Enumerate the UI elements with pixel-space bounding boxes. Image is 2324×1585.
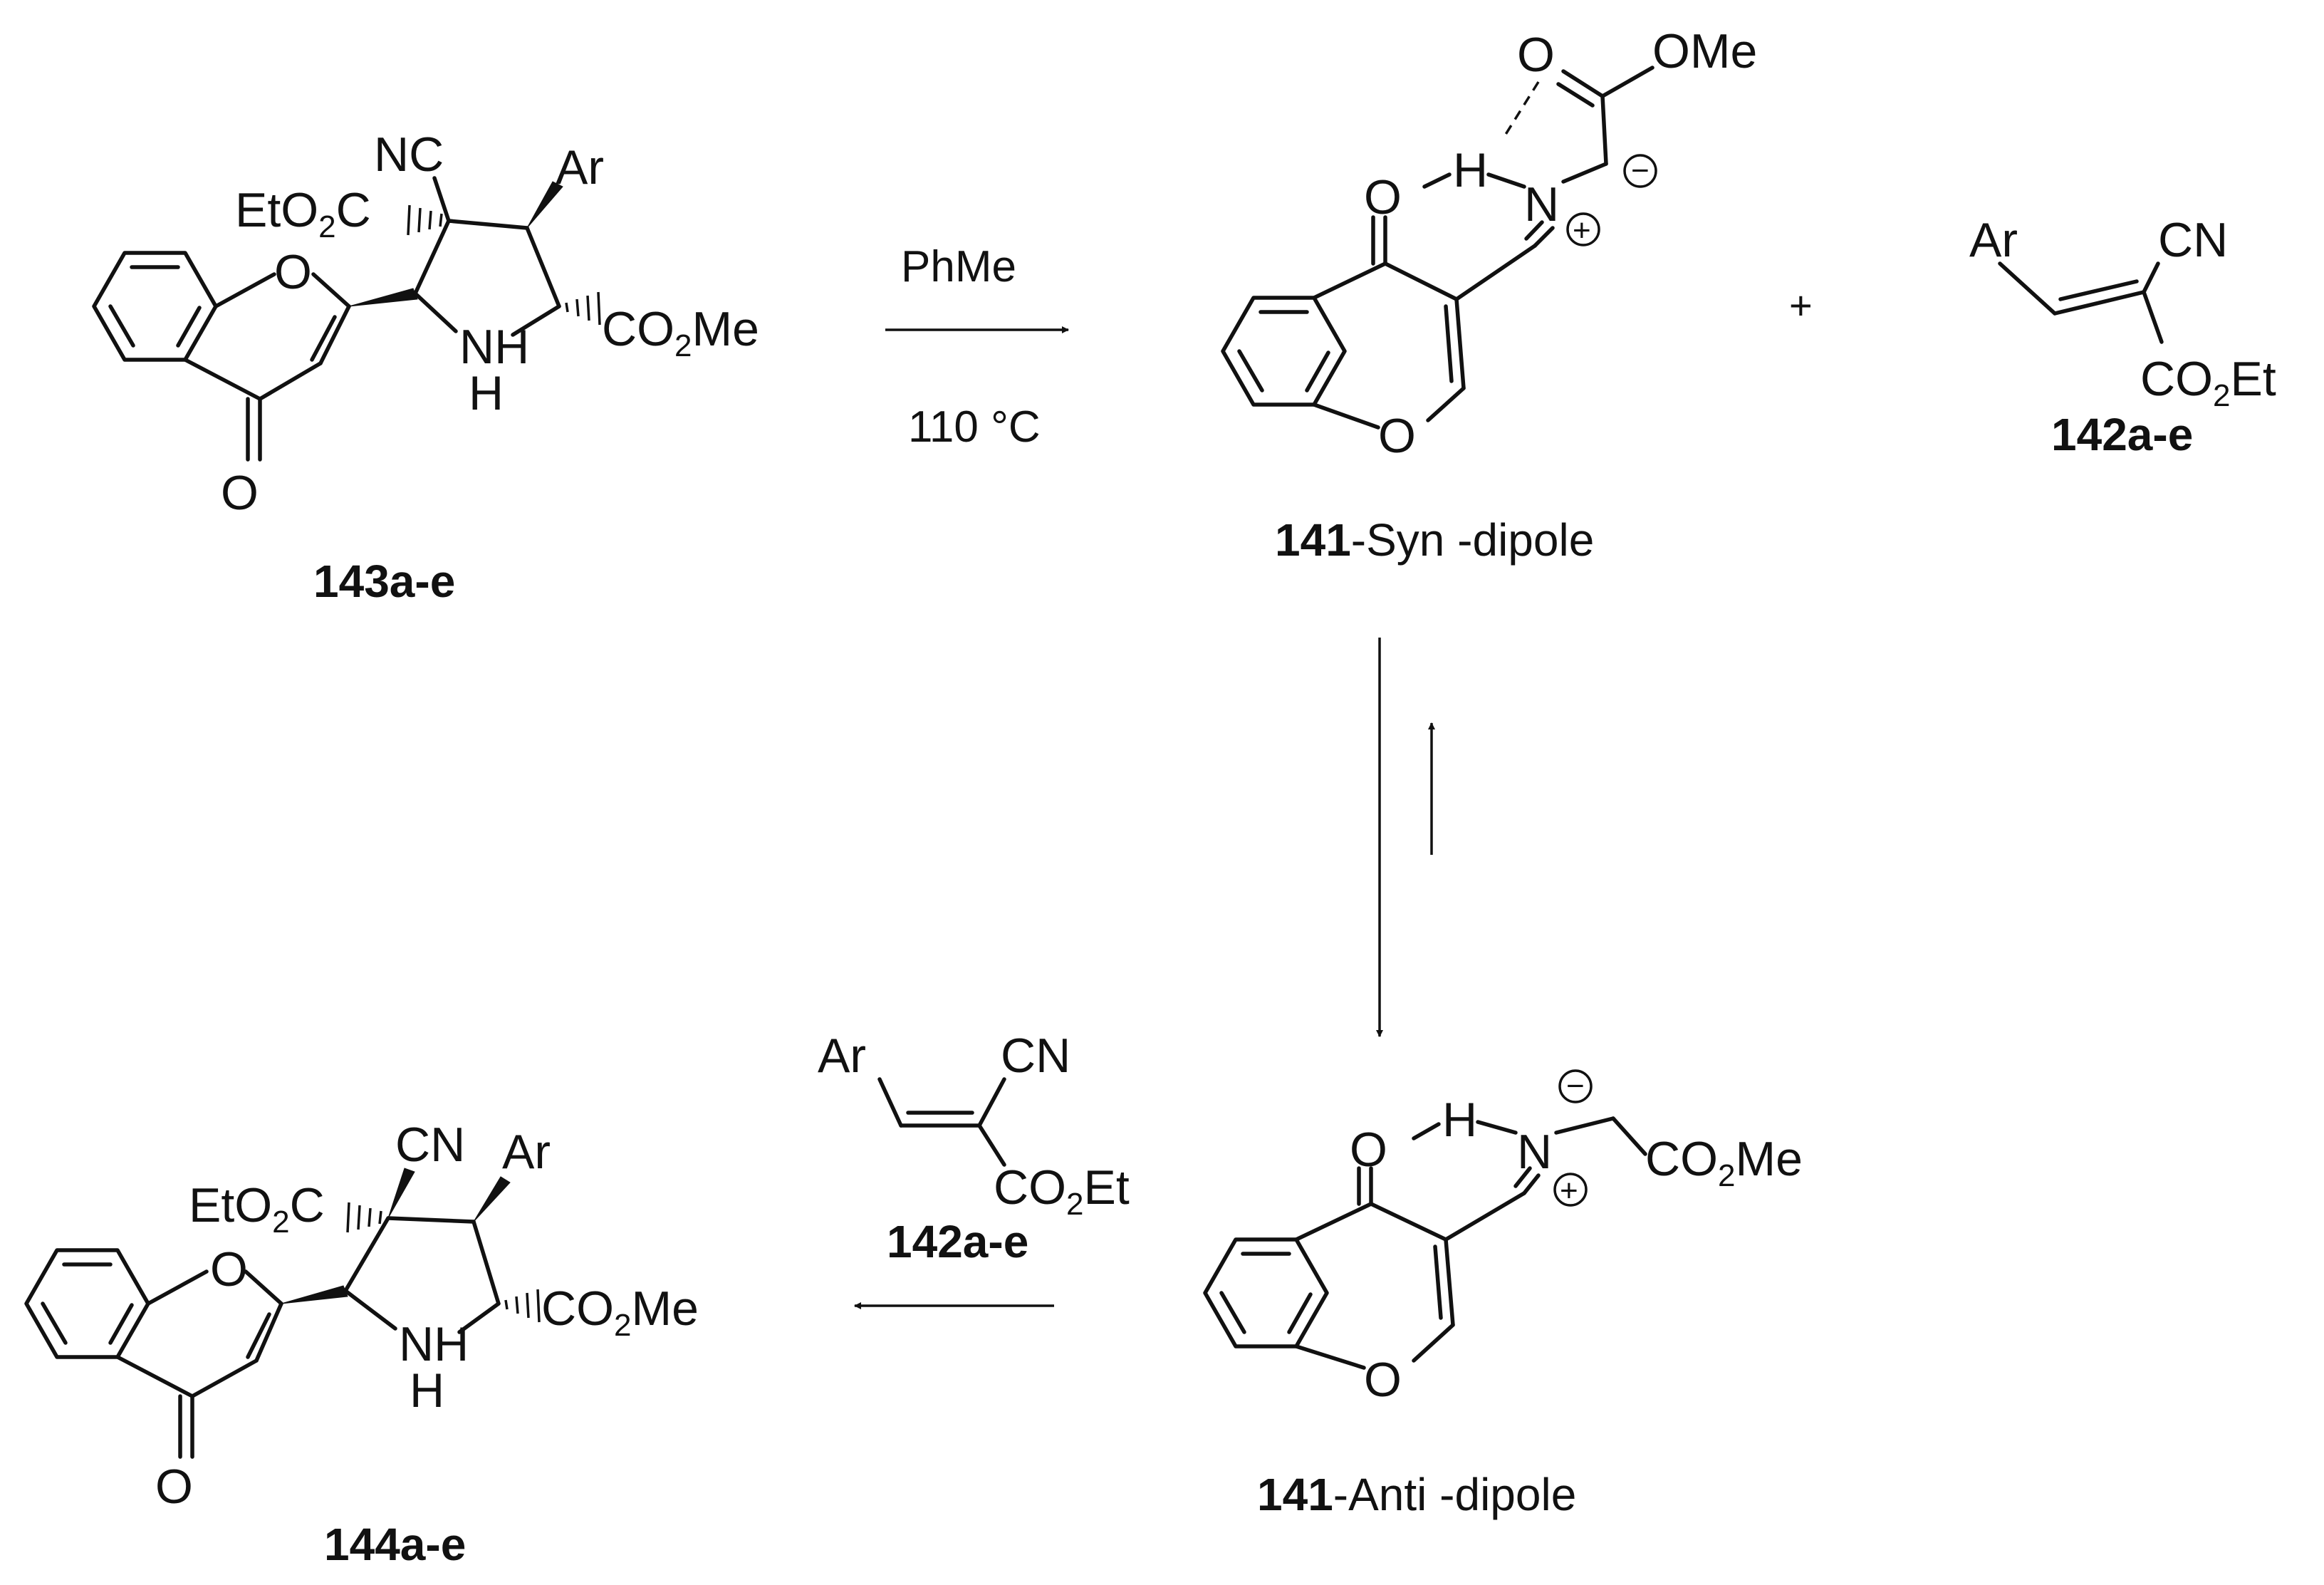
condition-label: 110 °C <box>908 402 1041 452</box>
atom-h: H <box>469 366 504 420</box>
ester-ethyl-label: EtO2C <box>189 1178 325 1240</box>
atom-hydrogen: H <box>1442 1093 1477 1147</box>
dipole-anti: O O N + H − CO2Me 141-Anti -dipole <box>1203 1069 1803 1520</box>
ester-methyl-label: CO2Me <box>602 302 759 363</box>
ester-ethyl-label: CO2Et <box>994 1160 1130 1222</box>
atom-carbonyl-oxygen: O <box>1350 1123 1387 1177</box>
reagent-label: PhMe <box>901 242 1016 291</box>
dipole-syn: O O N + H O OMe − 141-Syn -dipole <box>1221 24 1757 566</box>
ester-ethyl-label: EtO2C <box>235 183 371 244</box>
compound-144: O O NH H CN EtO2C Ar CO2Me 1 <box>24 1118 699 1570</box>
charge-minus-sign: − <box>1631 153 1650 188</box>
equilibrium-arrows <box>1376 638 1435 1037</box>
atom-carbonyl-oxygen: O <box>221 466 259 520</box>
atom-ring-oxygen: O <box>274 245 312 299</box>
charge-minus-sign: − <box>1566 1069 1585 1103</box>
atom-iminium-n: N <box>1524 177 1559 232</box>
nitrile-label: CN <box>1001 1029 1070 1083</box>
atom-iminium-n: N <box>1517 1125 1552 1179</box>
reaction-arrow-forward: PhMe 110 °C <box>885 242 1069 452</box>
atom-carbonyl-oxygen: O <box>155 1460 193 1514</box>
nitrile-label: NC <box>374 128 444 182</box>
charge-minus <box>1558 1069 1593 1103</box>
charge-plus <box>1566 212 1600 246</box>
atom-nh: NH <box>459 320 529 374</box>
nitrile-label: CN <box>2158 213 2228 267</box>
alkene-142-bottom: Ar CN CO2Et 142a-e <box>818 1029 1130 1267</box>
atom-h: H <box>410 1363 444 1418</box>
nitrile-label: CN <box>395 1118 465 1172</box>
atom-hydrogen: H <box>1453 143 1488 197</box>
atom-ester-oxygen: O <box>1517 28 1555 82</box>
compound-label-143: 143a-e <box>313 556 455 607</box>
atom-ring-oxygen: O <box>1378 409 1416 463</box>
atom-ring-oxygen: O <box>1364 1353 1402 1407</box>
compound-label-142-bottom: 142a-e <box>887 1216 1028 1267</box>
charge-minus <box>1623 154 1657 188</box>
compound-143: O O NH H NC EtO2C Ar <box>92 128 759 607</box>
atom-carbonyl-oxygen: O <box>1364 170 1402 224</box>
ester-ethyl-label: CO2Et <box>2140 352 2276 413</box>
plus-sign: + <box>1789 283 1813 328</box>
compound-label-141-syn: 141-Syn -dipole <box>1275 514 1594 566</box>
charge-plus-sign: + <box>1560 1173 1578 1208</box>
atom-nh: NH <box>399 1317 469 1371</box>
atom-ring-oxygen: O <box>210 1242 248 1296</box>
compound-label-142-top: 142a-e <box>2051 409 2193 460</box>
ester-methyl-label: CO2Me <box>1645 1132 1803 1193</box>
aryl-label: Ar <box>556 140 604 194</box>
compound-label-144: 144a-e <box>324 1519 466 1570</box>
aryl-label: Ar <box>502 1125 551 1179</box>
compound-label-141-anti: 141-Anti -dipole <box>1257 1469 1576 1520</box>
alkene-142-top: Ar CN CO2Et 142a-e <box>1969 213 2276 460</box>
aryl-label: Ar <box>1969 213 2018 267</box>
aryl-label: Ar <box>818 1029 866 1083</box>
methoxy-label: OMe <box>1652 24 1757 78</box>
charge-plus-sign: + <box>1573 213 1591 248</box>
charge-plus <box>1553 1173 1588 1207</box>
ester-methyl-label: CO2Me <box>541 1282 699 1343</box>
